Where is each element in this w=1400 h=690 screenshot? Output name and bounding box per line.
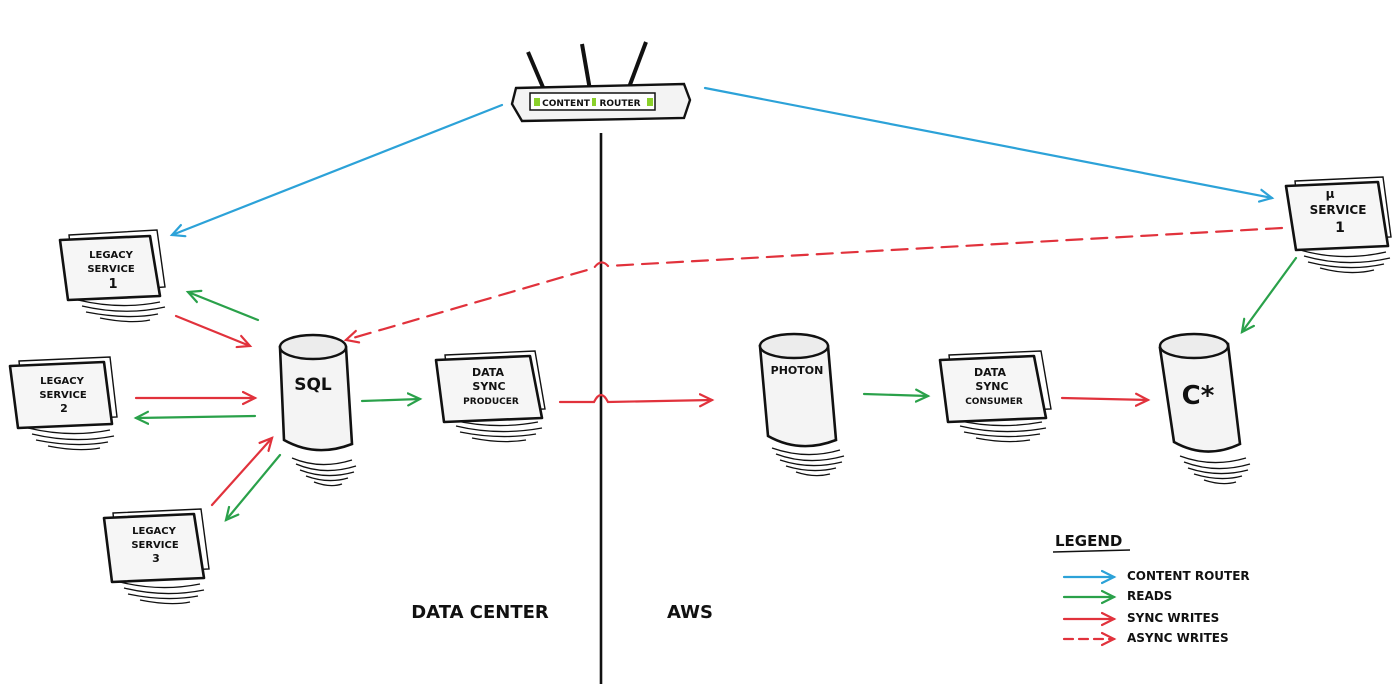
data-sync-producer-line-1: DATA [472,366,504,379]
edge-micro-service-to-sql-async [346,226,1284,340]
region-label-aws: AWS [667,602,713,623]
sql-label: SQL [294,375,332,395]
legacy-service-1-line-3: 1 [108,277,117,292]
data-sync-consumer-line-3: CONSUMER [965,397,1023,407]
region-label-data-center: DATA CENTER [411,602,549,623]
data-sync-producer-line-3: PRODUCER [463,397,519,407]
edge-micro-service-to-cassandra [1242,256,1298,332]
data-sync-consumer: DATA SYNC CONSUMER [938,350,1052,443]
legacy-service-1: LEGACY SERVICE 1 [58,229,166,323]
data-sync-producer: DATA SYNC PRODUCER [434,350,546,443]
data-sync-producer-line-2: SYNC [472,380,505,393]
legacy-service-2-line-1: LEGACY [40,376,84,387]
legacy-service-2-line-2: SERVICE [39,390,87,401]
photon-database: PHOTON [758,332,845,477]
micro-service-1: μ SERVICE 1 [1284,176,1392,274]
cassandra-label: C* [1182,381,1215,411]
router-led-right [647,98,653,106]
legend-label-reads: READS [1127,589,1172,603]
edge-producer-to-photon [558,395,712,402]
micro-service-1-line-2: SERVICE [1310,203,1367,217]
data-sync-consumer-line-2: SYNC [975,380,1008,393]
edge-sql-to-legacy-service-3-read [226,453,282,520]
micro-service-1-line-1: μ [1326,187,1335,201]
router-led-left [534,98,540,106]
sql-database: SQL [278,333,357,487]
edge-photon-to-consumer [862,394,928,396]
legend: LEGEND CONTENT ROUTER READS SYNC WRITES … [1052,532,1250,645]
legend-label-sync-writes: SYNC WRITES [1127,611,1219,625]
legend-label-content-router: CONTENT ROUTER [1127,569,1250,583]
legend-title: LEGEND [1055,532,1122,550]
data-sync-consumer-line-1: DATA [974,366,1006,379]
photon-label: PHOTON [771,364,824,377]
legend-title-underline [1052,549,1131,553]
legend-label-async-writes: ASYNC WRITES [1127,631,1229,645]
edge-sql-to-producer [360,399,420,401]
edge-legacy-service-1-to-sql-write [174,314,250,346]
edge-router-to-micro-service-1 [703,86,1272,198]
legacy-service-1-line-2: SERVICE [87,264,135,275]
edge-router-to-legacy-service-1 [172,103,504,235]
content-router: CONTENT ROUTER [510,41,692,123]
legacy-service-1-line-1: LEGACY [89,250,133,261]
legacy-service-3: LEGACY SERVICE 3 [102,508,210,605]
cassandra-database: C* [1158,332,1251,485]
legacy-service-3-line-1: LEGACY [132,526,176,537]
router-label-right: ROUTER [599,99,640,109]
router-led-mid [592,98,596,106]
legacy-service-3-line-3: 3 [152,552,160,565]
edge-legacy-service-3-to-sql-write [210,438,272,507]
legacy-service-3-line-2: SERVICE [131,540,179,551]
edge-sql-to-legacy-service-2-read [136,416,257,418]
micro-service-1-line-3: 1 [1335,220,1345,236]
edge-consumer-to-cassandra [1060,398,1148,400]
legacy-service-2-line-3: 2 [60,402,68,415]
legacy-service-2: LEGACY SERVICE 2 [8,356,118,451]
router-label-left: CONTENT [542,99,591,109]
edge-sql-to-legacy-service-1-read [188,292,260,322]
